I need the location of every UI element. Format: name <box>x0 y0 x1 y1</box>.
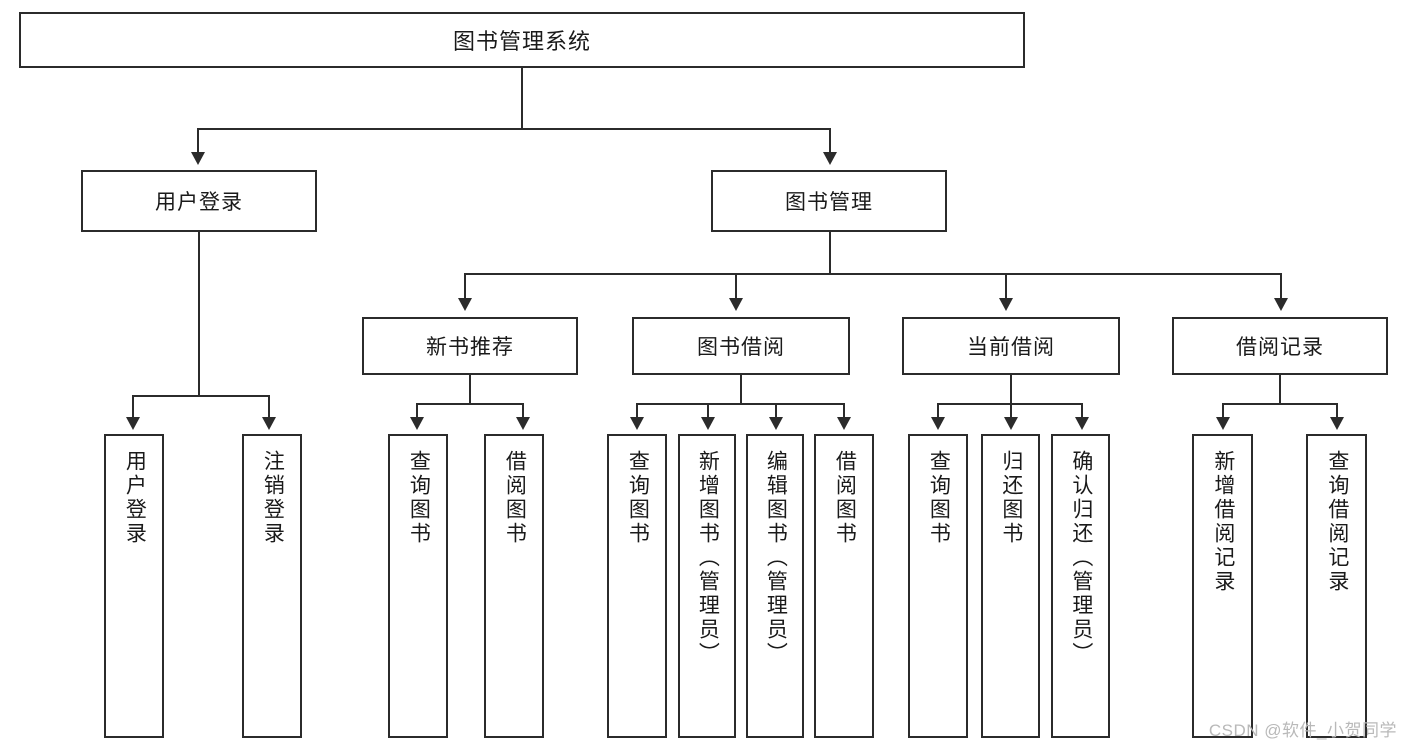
node-user-login[interactable]: 用户登录 <box>81 170 317 232</box>
connector-bb-branch-3 <box>775 403 777 419</box>
node-book-management[interactable]: 图书管理 <box>711 170 947 232</box>
connector-to-new-book-recommend <box>464 273 466 300</box>
connector-to-borrow-record <box>1280 273 1282 300</box>
connector-nbr-branch-1 <box>416 403 418 419</box>
arrow-br-leaf-2-icon <box>1330 417 1344 430</box>
node-label: 用户登录 <box>155 191 243 214</box>
leaf-current-borrow-return-book[interactable]: 归还图书 <box>981 434 1040 738</box>
node-label: 注销登录 <box>261 450 285 546</box>
node-label: 图书借阅 <box>697 336 785 359</box>
leaf-current-borrow-query-book[interactable]: 查询图书 <box>908 434 968 738</box>
node-label: 查询图书 <box>927 450 951 546</box>
node-borrow-record[interactable]: 借阅记录 <box>1172 317 1388 375</box>
node-label: 归还图书 <box>999 450 1023 546</box>
connector-cb-branch-2 <box>1010 403 1012 419</box>
node-label: 借阅记录 <box>1236 336 1324 359</box>
connector-br-branch-1 <box>1222 403 1224 419</box>
node-label: 借阅图书 <box>503 450 527 546</box>
arrow-cb-leaf-2-icon <box>1004 417 1018 430</box>
arrow-to-book-borrow-icon <box>729 298 743 311</box>
leaf-borrow-record-add-record[interactable]: 新增借阅记录 <box>1192 434 1253 738</box>
arrow-cb-leaf-3-icon <box>1075 417 1089 430</box>
node-label: 新书推荐 <box>426 336 514 359</box>
leaf-book-borrow-borrow-book[interactable]: 借阅图书 <box>814 434 874 738</box>
node-label: 查询图书 <box>407 450 431 546</box>
connector-user-login-bus <box>132 395 268 397</box>
connector-user-login-stem <box>198 232 200 395</box>
connector-book-borrow-stem <box>740 375 742 403</box>
arrow-bb-leaf-4-icon <box>837 417 851 430</box>
connector-to-book-borrow <box>735 273 737 300</box>
node-label: 查询图书 <box>626 450 650 546</box>
connector-book-management-stem <box>829 232 831 273</box>
node-label: 当前借阅 <box>967 336 1055 359</box>
connector-current-borrow-bus <box>937 403 1082 405</box>
connector-bb-branch-2 <box>707 403 709 419</box>
leaf-book-borrow-add-book-admin[interactable]: 新增图书（管理员） <box>678 434 736 738</box>
connector-current-borrow-stem <box>1010 375 1012 403</box>
connector-br-branch-2 <box>1336 403 1338 419</box>
leaf-user-login-logout[interactable]: 注销登录 <box>242 434 302 738</box>
connector-borrow-record-stem <box>1279 375 1281 403</box>
node-label: 借阅图书 <box>833 450 857 546</box>
connector-cb-branch-3 <box>1081 403 1083 419</box>
connector-nbr-branch-2 <box>522 403 524 419</box>
connector-root-stem <box>521 68 523 128</box>
connector-new-book-recommend-stem <box>469 375 471 403</box>
node-label: 新增图书（管理员） <box>696 450 720 666</box>
arrow-user-login-leaf-1-icon <box>126 417 140 430</box>
node-label: 新增借阅记录 <box>1211 450 1235 594</box>
connector-book-borrow-bus <box>636 403 844 405</box>
connector-bb-branch-1 <box>636 403 638 419</box>
node-book-borrow[interactable]: 图书借阅 <box>632 317 850 375</box>
node-label: 图书管理系统 <box>452 29 591 54</box>
connector-bb-branch-4 <box>843 403 845 419</box>
leaf-borrow-record-query-record[interactable]: 查询借阅记录 <box>1306 434 1367 738</box>
arrow-bb-leaf-1-icon <box>630 417 644 430</box>
connector-to-current-borrow <box>1005 273 1007 300</box>
leaf-new-book-query-book[interactable]: 查询图书 <box>388 434 448 738</box>
leaf-book-borrow-query-book[interactable]: 查询图书 <box>607 434 667 738</box>
connector-root-bus <box>197 128 831 130</box>
arrow-to-current-borrow-icon <box>999 298 1013 311</box>
arrow-to-book-management-icon <box>823 152 837 165</box>
connector-root-to-book-management <box>829 128 831 154</box>
arrow-nbr-leaf-2-icon <box>516 417 530 430</box>
csdn-watermark: CSDN @软件_小贺同学 <box>1208 721 1397 740</box>
leaf-current-borrow-confirm-return-admin[interactable]: 确认归还（管理员） <box>1051 434 1110 738</box>
connector-cb-branch-1 <box>937 403 939 419</box>
node-label: 用户登录 <box>123 450 147 546</box>
arrow-nbr-leaf-1-icon <box>410 417 424 430</box>
connector-borrow-record-bus <box>1222 403 1336 405</box>
node-label: 图书管理 <box>785 191 873 214</box>
leaf-new-book-borrow-book[interactable]: 借阅图书 <box>484 434 544 738</box>
arrow-bb-leaf-3-icon <box>769 417 783 430</box>
connector-book-management-bus <box>464 273 1280 275</box>
node-label: 确认归还（管理员） <box>1069 450 1093 666</box>
leaf-user-login-login[interactable]: 用户登录 <box>104 434 164 738</box>
arrow-user-login-leaf-2-icon <box>262 417 276 430</box>
arrow-bb-leaf-2-icon <box>701 417 715 430</box>
node-root-book-management-system[interactable]: 图书管理系统 <box>19 12 1025 68</box>
connector-root-to-user-login <box>197 128 199 154</box>
connector-user-login-branch-2 <box>268 395 270 419</box>
leaf-book-borrow-edit-book-admin[interactable]: 编辑图书（管理员） <box>746 434 804 738</box>
arrow-br-leaf-1-icon <box>1216 417 1230 430</box>
node-label: 编辑图书（管理员） <box>764 450 788 666</box>
node-current-borrow[interactable]: 当前借阅 <box>902 317 1120 375</box>
node-new-book-recommend[interactable]: 新书推荐 <box>362 317 578 375</box>
node-label: 查询借阅记录 <box>1325 450 1349 594</box>
connector-user-login-branch-1 <box>132 395 134 419</box>
arrow-to-user-login-icon <box>191 152 205 165</box>
arrow-cb-leaf-1-icon <box>931 417 945 430</box>
connector-new-book-recommend-bus <box>416 403 522 405</box>
arrow-to-borrow-record-icon <box>1274 298 1288 311</box>
arrow-to-new-book-recommend-icon <box>458 298 472 311</box>
